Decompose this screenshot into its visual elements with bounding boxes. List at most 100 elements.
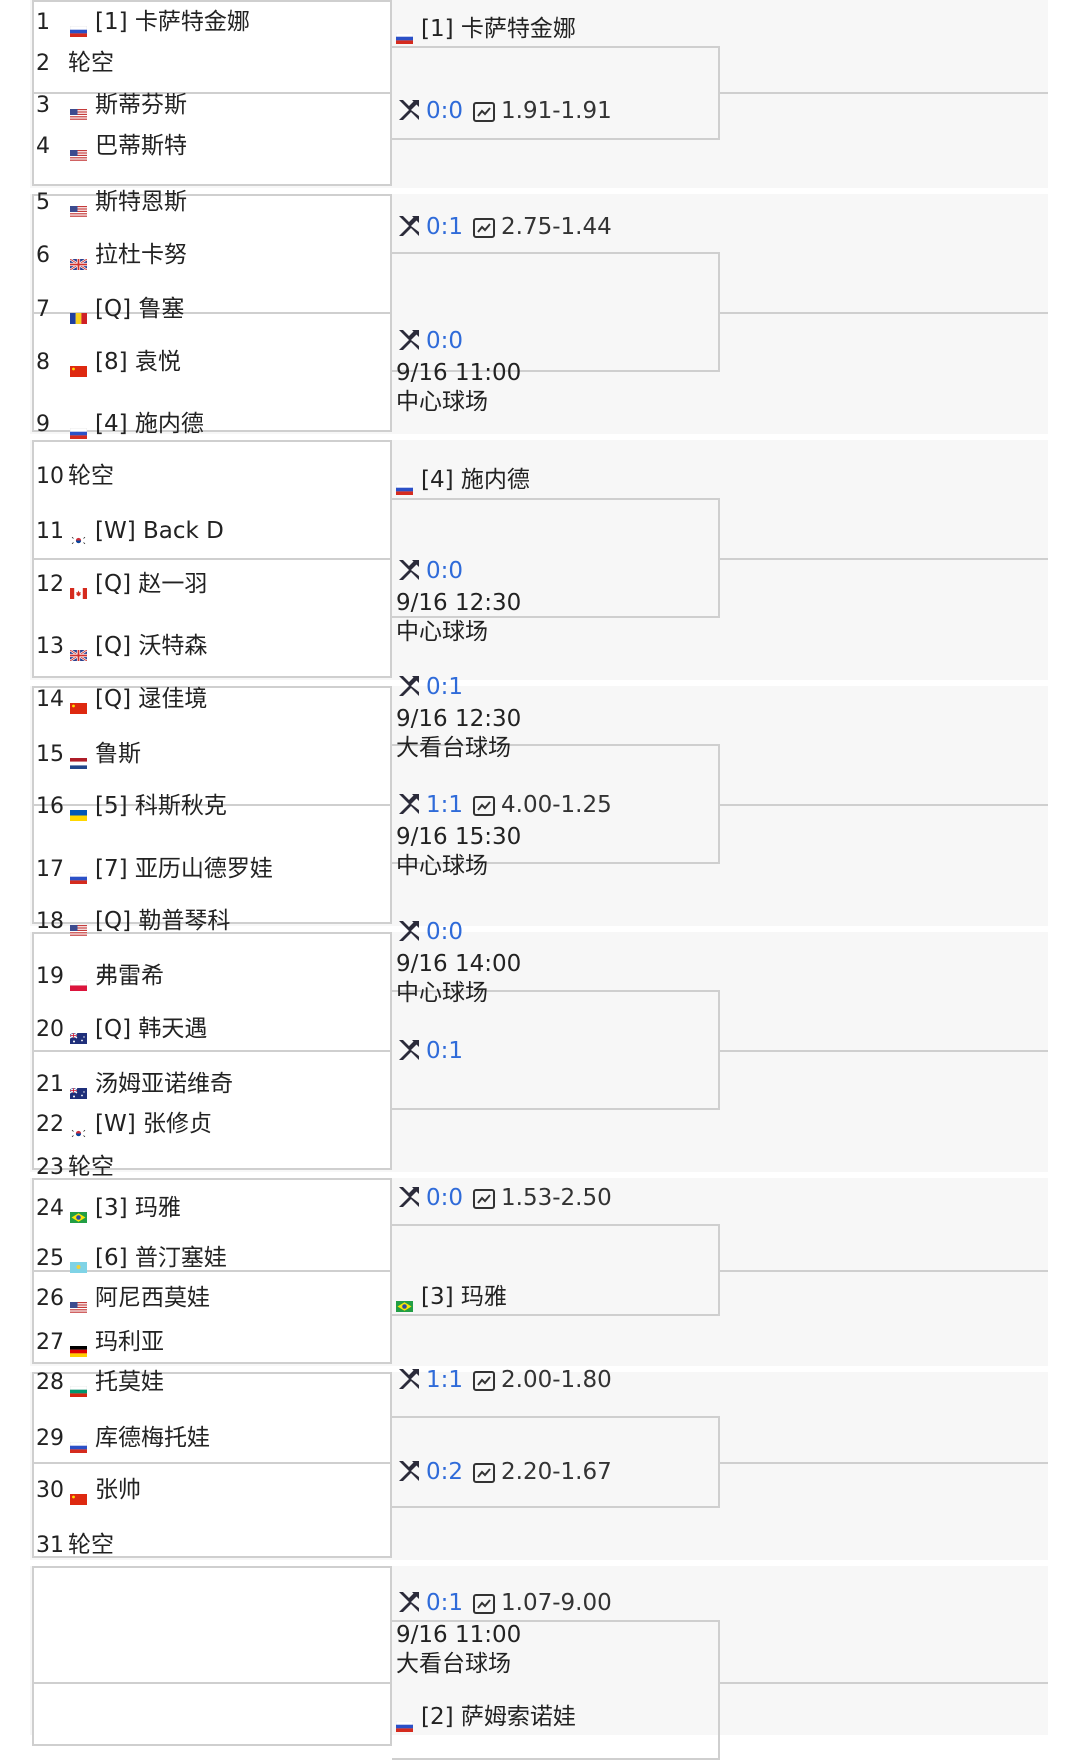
player-name: 巴蒂斯特: [95, 133, 187, 159]
head-to-head[interactable]: 1:1: [426, 792, 464, 818]
flag-icon: [70, 577, 87, 599]
head-to-head[interactable]: 0:1: [426, 1590, 464, 1616]
bracket-connector: [392, 1224, 720, 1316]
head-to-head[interactable]: 0:1: [426, 674, 464, 700]
flag-icon: [70, 1483, 87, 1505]
player-name: [Q] 韩天遇: [95, 1016, 208, 1042]
player-row[interactable]: 12[Q] 赵一羽: [36, 569, 207, 599]
match-h2h-line[interactable]: 0:1: [396, 672, 463, 702]
player-row[interactable]: 25[6] 普汀塞娃: [36, 1243, 227, 1273]
advanced-player[interactable]: [2] 萨姆索诺娃: [395, 1702, 576, 1733]
pair-divider: [32, 92, 392, 94]
player-row[interactable]: 17[7] 亚历山德罗娃: [36, 854, 273, 885]
advanced-player[interactable]: [3] 玛雅: [396, 1282, 507, 1312]
match-odds: 2.75-1.44: [501, 214, 612, 240]
versus-icon: [396, 97, 422, 123]
player-row[interactable]: 22[W] 张修贞: [36, 1109, 212, 1139]
match-h2h-line[interactable]: 0:0: [396, 917, 463, 947]
head-to-head[interactable]: 0:0: [426, 558, 464, 584]
match-h2h-line[interactable]: 0:1: [396, 1036, 463, 1066]
round2-line: [720, 1462, 1048, 1464]
player-row[interactable]: 24[3] 玛雅: [36, 1193, 181, 1223]
match-court: 大看台球场: [396, 1651, 511, 1677]
advanced-player[interactable]: [1] 卡萨特金娜: [395, 14, 576, 45]
match-h2h-line[interactable]: 1:1 4.00-1.25: [396, 790, 612, 820]
round2-line: [720, 312, 1048, 314]
odds-chart-icon[interactable]: [473, 100, 496, 122]
head-to-head[interactable]: 0:0: [426, 1185, 464, 1211]
bracket-connector: [392, 1416, 720, 1508]
head-to-head[interactable]: 0:0: [426, 328, 464, 354]
match-h2h-line[interactable]: 0:0: [396, 326, 463, 356]
match-court: 大看台球场: [396, 735, 511, 761]
head-to-head[interactable]: 0:2: [426, 1459, 464, 1485]
head-to-head[interactable]: 1:1: [426, 1367, 464, 1393]
player-row[interactable]: 7[Q] 鲁塞: [36, 294, 184, 324]
advanced-player[interactable]: [4] 施内德: [395, 465, 530, 496]
draw-position: 17: [36, 857, 64, 882]
versus-icon: [396, 1037, 422, 1063]
versus-icon: [396, 918, 422, 944]
player-row[interactable]: 14[Q] 逯佳境: [36, 684, 207, 714]
bracket-connector: [392, 46, 720, 140]
player-row[interactable]: 20[Q] 韩天遇: [36, 1014, 207, 1044]
draw-position: 1: [36, 10, 50, 35]
match-h2h-line[interactable]: 0:0: [396, 556, 463, 586]
odds-chart-icon[interactable]: [473, 1369, 496, 1391]
draw-position: 5: [36, 190, 50, 215]
head-to-head[interactable]: 0:1: [426, 1038, 464, 1064]
player-row[interactable]: 26 阿尼西莫娃: [36, 1283, 210, 1313]
player-row[interactable]: 16[5] 科斯秋克: [36, 791, 227, 821]
player-row[interactable]: 13[Q] 沃特森: [36, 631, 207, 663]
flag-icon: [70, 1117, 87, 1139]
match-odds: 2.00-1.80: [501, 1367, 612, 1393]
odds-chart-icon[interactable]: [473, 794, 496, 816]
player-row[interactable]: 8[8] 袁悦: [36, 347, 181, 377]
player-name: 阿尼西莫娃: [95, 1285, 210, 1311]
odds-chart-icon[interactable]: [473, 1187, 496, 1209]
player-row[interactable]: 11[W] Back D: [36, 516, 224, 546]
flag-icon: [70, 1291, 87, 1313]
player-row[interactable]: 9[4] 施内德: [36, 409, 204, 440]
draw-position: 4: [36, 134, 50, 159]
match-h2h-line[interactable]: 0:1 2.75-1.44: [396, 212, 612, 242]
player-name: [Q] 鲁塞: [95, 296, 185, 322]
pair-divider: [32, 1462, 392, 1464]
head-to-head[interactable]: 0:0: [426, 919, 464, 945]
head-to-head[interactable]: 0:0: [426, 98, 464, 124]
player-name: 玛利亚: [95, 1329, 164, 1355]
player-name: 轮空: [68, 463, 114, 489]
odds-chart-icon[interactable]: [473, 216, 496, 238]
round2-line: [720, 558, 1048, 560]
odds-chart-icon[interactable]: [473, 1461, 496, 1483]
player-row[interactable]: 18[Q] 勒普琴科: [36, 906, 230, 936]
odds-chart-icon[interactable]: [473, 1592, 496, 1614]
player-row[interactable]: 4 巴蒂斯特: [36, 131, 187, 161]
head-to-head[interactable]: 0:1: [426, 214, 464, 240]
flag-icon: [69, 15, 88, 38]
match-odds: 4.00-1.25: [501, 792, 612, 818]
player-row[interactable]: 1[1] 卡萨特金娜: [36, 7, 250, 38]
flag-icon: [70, 355, 87, 377]
round2-line: [720, 804, 1048, 806]
match-h2h-line[interactable]: 1:1 2.00-1.80: [396, 1365, 612, 1395]
draw-position: 26: [36, 1286, 64, 1311]
